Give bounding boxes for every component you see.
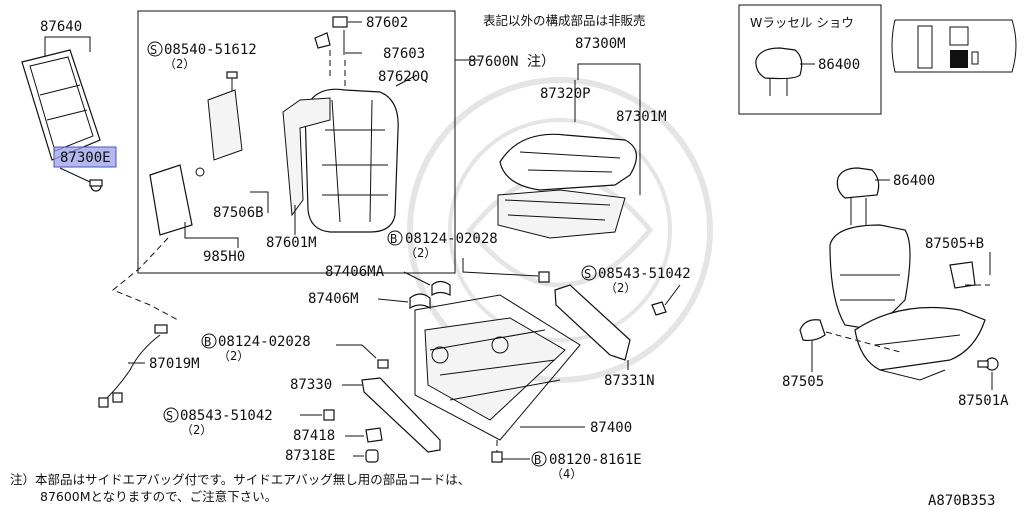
seat-slide-rail-part — [414, 294, 581, 441]
label-87300e[interactable]: 87300E — [60, 150, 111, 166]
screw-part-08543-b — [323, 409, 335, 421]
label-87602: 87602 — [366, 15, 408, 31]
cap-part-87418 — [365, 427, 383, 443]
label-87406ma: 87406MA — [325, 264, 385, 280]
label-87501a: 87501A — [958, 393, 1009, 409]
prefix-s-circle-3 — [163, 407, 179, 423]
qty-08120: （4） — [551, 467, 582, 481]
prefix-s-2: S — [584, 267, 591, 281]
label-86400-inset: 86400 — [818, 57, 860, 73]
back-board-part — [21, 49, 101, 161]
prefix-s-circle — [147, 41, 163, 57]
prefix-s-3: S — [166, 409, 173, 423]
label-87600n: 87600N 注） — [468, 54, 555, 70]
label-87320p: 87320P — [540, 86, 591, 102]
prefix-b-circle-3 — [531, 451, 547, 467]
label-87318e: 87318E — [285, 448, 336, 464]
label-87301m: 87301M — [616, 109, 667, 125]
prefix-b-circle-2 — [201, 333, 217, 349]
clip-part-87300e — [59, 167, 103, 192]
seat-cushion-part — [499, 133, 637, 191]
label-87418: 87418 — [293, 428, 335, 444]
diagram-code: A870B353 — [928, 493, 995, 509]
footnote-line-2: 87600Mとなりますので、ご注意下さい。 — [40, 489, 277, 504]
bolt-part-87501a — [977, 357, 999, 371]
label-86400-seat: 86400 — [893, 173, 935, 189]
label-08120-8161e: 08120-8161E — [549, 452, 642, 468]
label-985h0: 985H0 — [203, 249, 245, 265]
highlight-87300e[interactable] — [53, 146, 117, 168]
note-not-sold: 表記以外の構成部品は非販売 — [483, 13, 646, 28]
seat-back-cushion-part — [304, 88, 399, 233]
label-87331n: 87331N — [604, 373, 655, 389]
label-87603: 87603 — [383, 46, 425, 62]
headrest-inset-part — [755, 47, 803, 96]
vehicle-locator-icon — [891, 19, 1017, 73]
qty-08543-a: （2） — [605, 281, 636, 295]
qty-08124-a: （2） — [405, 246, 436, 260]
label-08540-51612: 08540-51612 — [164, 42, 257, 58]
wiring-harness-part — [98, 324, 168, 408]
bolt-part-08124-b — [377, 359, 389, 369]
prefix-s-1: S — [150, 43, 157, 57]
side-airbag-module-part — [149, 89, 243, 236]
screw-part-08543-a — [651, 301, 667, 316]
knob-part-87505 — [799, 319, 826, 342]
complete-seat-part — [829, 167, 986, 381]
label-87505b: 87505+B — [925, 236, 984, 252]
qty-08540: （2） — [164, 57, 195, 71]
inset-title: Wラッセル ショウ — [750, 15, 854, 30]
label-87400: 87400 — [590, 420, 632, 436]
bracket-part-87330 — [361, 377, 441, 453]
label-87620q: 87620Q — [378, 69, 429, 85]
label-87330: 87330 — [290, 377, 332, 393]
label-87506b: 87506B — [213, 205, 264, 221]
label-87300m: 87300M — [575, 36, 626, 52]
side-bracket-87331n — [554, 284, 631, 361]
label-87406m: 87406M — [308, 291, 359, 307]
label-87601m: 87601M — [266, 235, 317, 251]
prefix-b-1: B — [390, 232, 397, 246]
seat-back-frame-part — [282, 97, 331, 217]
prefix-b-circle-1 — [387, 230, 403, 246]
prefix-b-2: B — [204, 335, 211, 349]
headrest-guide-part — [314, 16, 348, 49]
seat-back-group-box — [137, 10, 456, 274]
bolt-part-08120 — [491, 440, 503, 463]
label-08543-51042-a: 08543-51042 — [598, 266, 691, 282]
bushing-part-87406 — [409, 280, 451, 310]
qty-08124-b: （2） — [218, 349, 249, 363]
label-08124-02028-b: 08124-02028 — [218, 334, 311, 350]
label-08543-51042-b: 08543-51042 — [180, 408, 273, 424]
prefix-s-circle-2 — [581, 265, 597, 281]
footnote-line-1: 注）本部品はサイドエアバッグ付です。サイドエアバッグ無し用の部品コードは、 — [10, 472, 470, 487]
cushion-frame-part — [497, 189, 626, 239]
cap-part-87318e — [365, 449, 379, 463]
headrest-inset-box — [738, 4, 882, 115]
prefix-b-3: B — [534, 453, 541, 467]
label-08124-02028-a: 08124-02028 — [405, 231, 498, 247]
label-87640: 87640 — [40, 19, 82, 35]
bolt-part-08124-a — [538, 271, 550, 283]
label-87019m: 87019M — [149, 356, 200, 372]
qty-08543-b: （2） — [181, 423, 212, 437]
recliner-cover-part — [949, 261, 976, 289]
label-87505: 87505 — [782, 374, 824, 390]
